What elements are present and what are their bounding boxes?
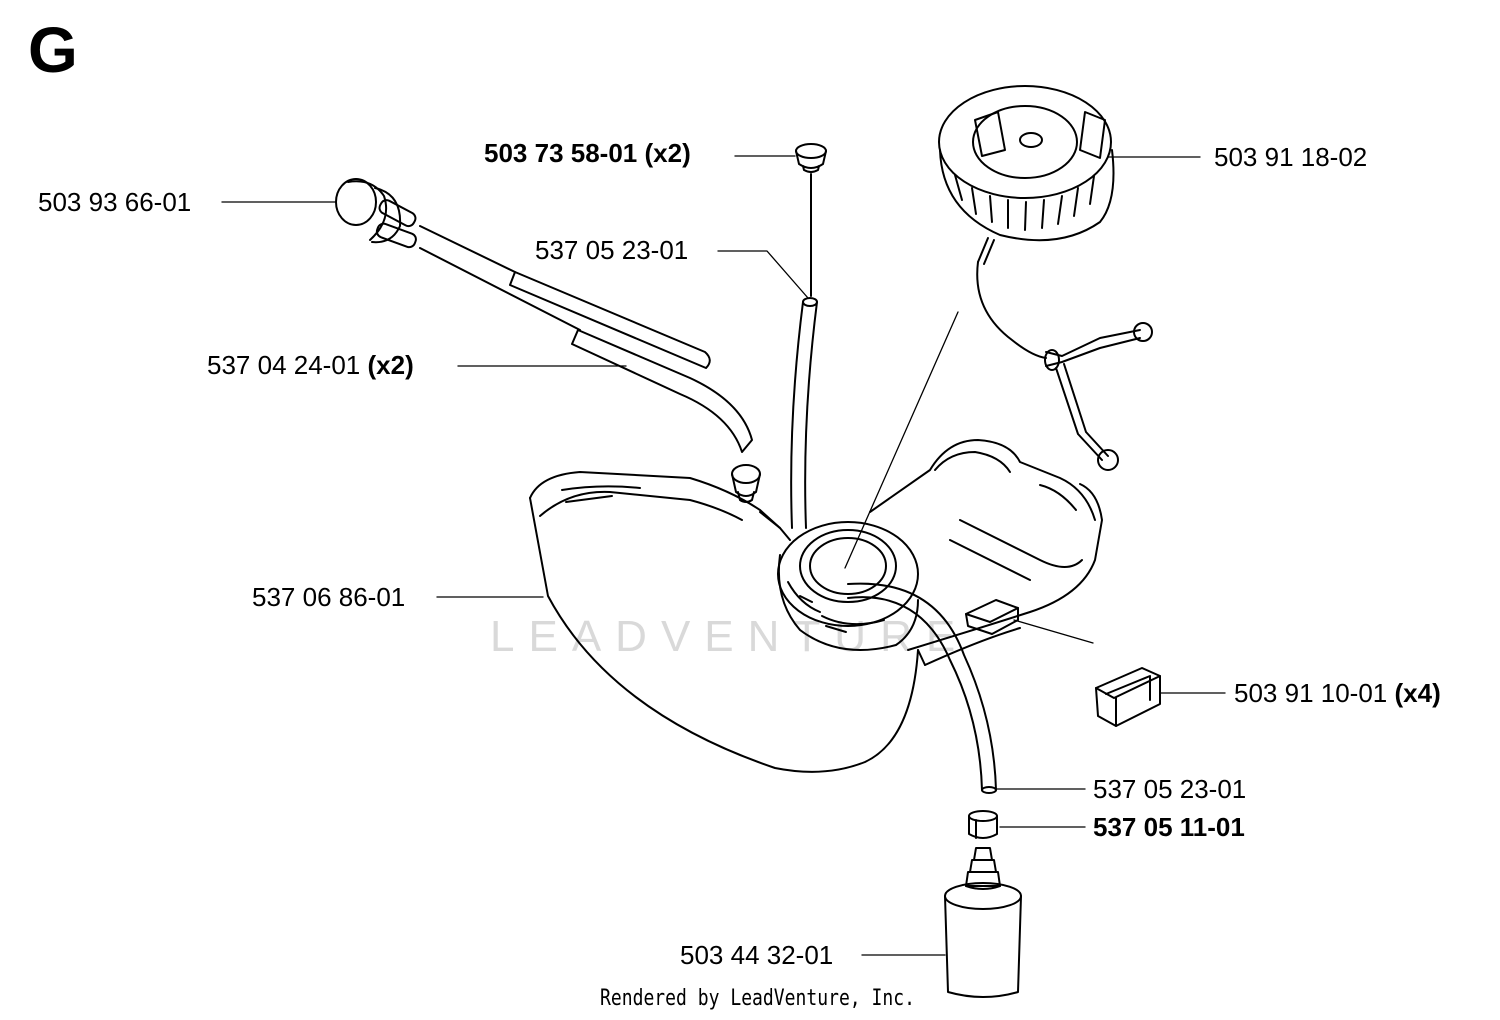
part-label-primer-bulb: 503 93 66-01	[38, 187, 192, 217]
footer-credit: Rendered by LeadVenture, Inc.	[600, 986, 915, 1011]
rubber-pad	[1095, 667, 1161, 727]
fuel-hose-lower	[847, 582, 997, 794]
watermark-text: LEADVENTURE	[490, 612, 970, 661]
part-label-fuel-tank: 537 06 86-01	[252, 582, 406, 612]
fuel-filter	[944, 847, 1022, 998]
part-label-fuel-cap: 503 91 18-02	[1214, 142, 1368, 172]
hose-connector	[968, 810, 998, 839]
part-label-grommet-top: 503 73 58-01 (x2)	[484, 138, 691, 168]
fuel-cap	[938, 85, 1153, 471]
part-label-fuel-hoses: 537 04 24-01 (x2)	[207, 350, 414, 380]
part-label-vent-hose: 537 05 23-01	[535, 235, 689, 265]
grommet-top	[795, 143, 827, 297]
primer-bulb	[335, 178, 581, 331]
section-letter: G	[28, 14, 78, 86]
fuel-hoses	[509, 271, 753, 453]
part-label-fuel-hose-lower: 537 05 23-01	[1093, 774, 1247, 804]
part-label-rubber-pad: 503 91 10-01 (x4)	[1234, 678, 1441, 708]
fuel-tank	[529, 439, 1103, 773]
part-label-fuel-filter: 503 44 32-01	[680, 940, 834, 970]
part-label-hose-connector: 537 05 11-01	[1093, 812, 1245, 842]
tank-filler-neck	[777, 521, 919, 651]
vent-hose	[790, 297, 818, 529]
leader-lines	[221, 155, 1226, 956]
